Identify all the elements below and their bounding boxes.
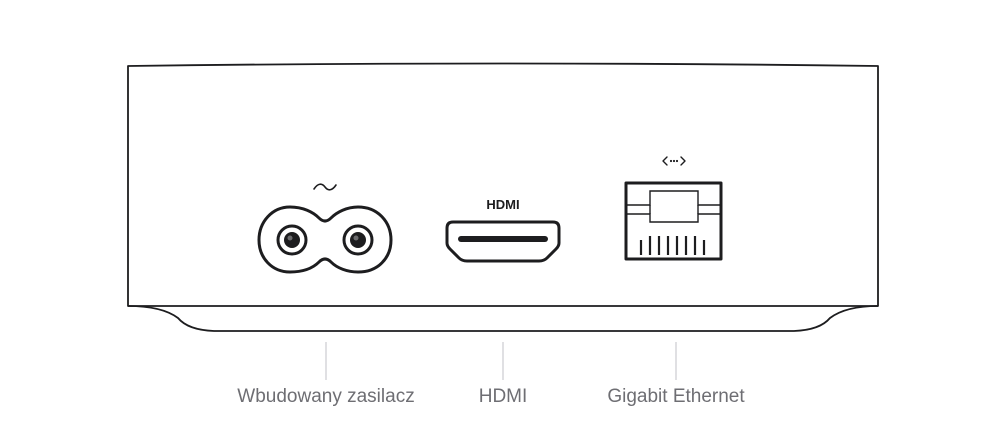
ethernet-contacts xyxy=(639,236,706,255)
device-front-panel xyxy=(127,62,879,307)
hdmi-contact-strip xyxy=(458,236,548,242)
hdmi-port: HDMI xyxy=(445,197,561,263)
ethernet-port-label: Gigabit Ethernet xyxy=(607,386,745,407)
ethernet-port xyxy=(624,156,723,261)
hdmi-port-label: HDMI xyxy=(479,386,528,407)
power-port xyxy=(257,183,393,274)
ethernet-icon xyxy=(662,156,686,166)
device-base xyxy=(127,305,879,332)
ac-power-icon xyxy=(313,183,337,191)
power-port-label: Wbudowany zasilacz xyxy=(237,386,414,407)
hdmi-port-symbol: HDMI xyxy=(486,197,519,212)
ethernet-jack-key xyxy=(626,190,721,206)
power-socket-outline xyxy=(257,205,393,274)
